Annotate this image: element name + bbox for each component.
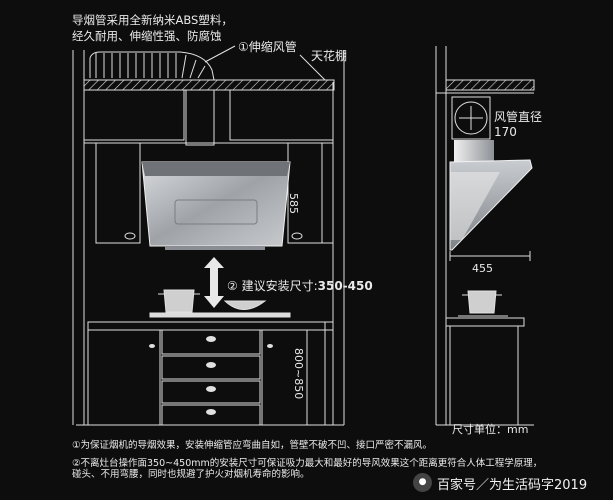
base-cabinet-left: [87, 329, 161, 426]
duct-diameter-text: 风管直径: [494, 110, 543, 124]
duct-ribs: [95, 53, 206, 79]
side-view: [435, 46, 535, 426]
dim-585-label: 585: [287, 193, 300, 214]
watermark: 百家号／为生活码字2019: [437, 478, 588, 493]
install-height-prefix: ② 建议安装尺寸:: [227, 279, 318, 293]
cooktop-front: [149, 289, 291, 318]
hood-top-strip: [142, 162, 290, 176]
range-hood-front: [141, 161, 291, 250]
unit-label: 尺寸单位：mm: [452, 423, 529, 436]
front-view: [72, 45, 345, 425]
side-duct-box: [451, 96, 491, 140]
intro-text: 导烟管采用全新纳米ABS塑料， 经久耐用、伸缩性强、防腐蚀: [72, 12, 233, 44]
ceiling-leader-line: [299, 54, 326, 81]
flexible-duct-label: ①伸缩风管: [238, 40, 297, 54]
range-hood-side: [449, 140, 533, 251]
upper-cabinet-top-left: [83, 89, 185, 141]
side-hood-chimney: [454, 140, 494, 162]
drawer-handles: [149, 336, 273, 415]
note-2-line-2: 碰头、不用弯腰，同时也规避了护火对烟机寿命的影响。: [72, 469, 310, 480]
upper-cabinet-top-right: [229, 89, 334, 141]
note-2: ②不离灶台操作面350~450mm的安装尺寸可保证吸力最大和最好的导风效果这个距…: [72, 458, 542, 480]
ceiling-slab: [83, 79, 335, 91]
side-pot: [467, 290, 497, 314]
flexible-duct: [89, 51, 215, 81]
author-avatar-icon: ●: [413, 473, 432, 492]
drawer-3: [161, 380, 261, 404]
note-2-line-1: ②不离灶台操作面350~450mm的安装尺寸可保证吸力最大和最好的导风效果这个距…: [72, 458, 543, 469]
install-height-value: 350-450: [317, 279, 373, 293]
duct-diameter-label: 风管直径 170: [494, 110, 542, 140]
cabinet-handle-left: [124, 232, 136, 240]
hood-filter-panel: [174, 199, 258, 225]
wall-cabinet-left: [95, 142, 141, 244]
intro-line-2: 经久耐用、伸缩性强、防腐蚀: [72, 29, 222, 43]
hood-bottom-trim: [165, 246, 265, 250]
dim-455-label: 455: [472, 262, 493, 275]
side-hood-highlight: [450, 172, 500, 240]
ceiling-label: 天花棚: [311, 49, 348, 63]
height-arrow: [204, 257, 224, 308]
side-countertop: [445, 317, 525, 327]
duct-leader-line: [204, 45, 236, 63]
side-duct-circle: [454, 101, 488, 135]
base-cabinets-front: [76, 321, 344, 426]
cabinet-handle-right: [291, 232, 303, 240]
side-ceiling-slab: [445, 79, 535, 91]
wok-front: [223, 300, 267, 310]
drawer-2: [161, 355, 261, 380]
drawer-1: [161, 329, 261, 355]
pot-front: [163, 289, 195, 313]
hood-chimney: [185, 89, 215, 146]
side-base-cabinet: [449, 325, 519, 426]
intro-line-1: 导烟管采用全新纳米ABS塑料，: [72, 13, 233, 27]
dim-800-label: 800~850: [292, 348, 305, 400]
install-height-label: ② 建议安装尺寸:350-450: [227, 277, 373, 294]
note-1: ①为保证烟机的导烟效果，安装伸缩管应弯曲自如，管壁不破不凹、接口严密不漏风。: [72, 440, 433, 451]
duct-diameter-value: 170: [494, 125, 517, 139]
countertop: [87, 321, 334, 331]
